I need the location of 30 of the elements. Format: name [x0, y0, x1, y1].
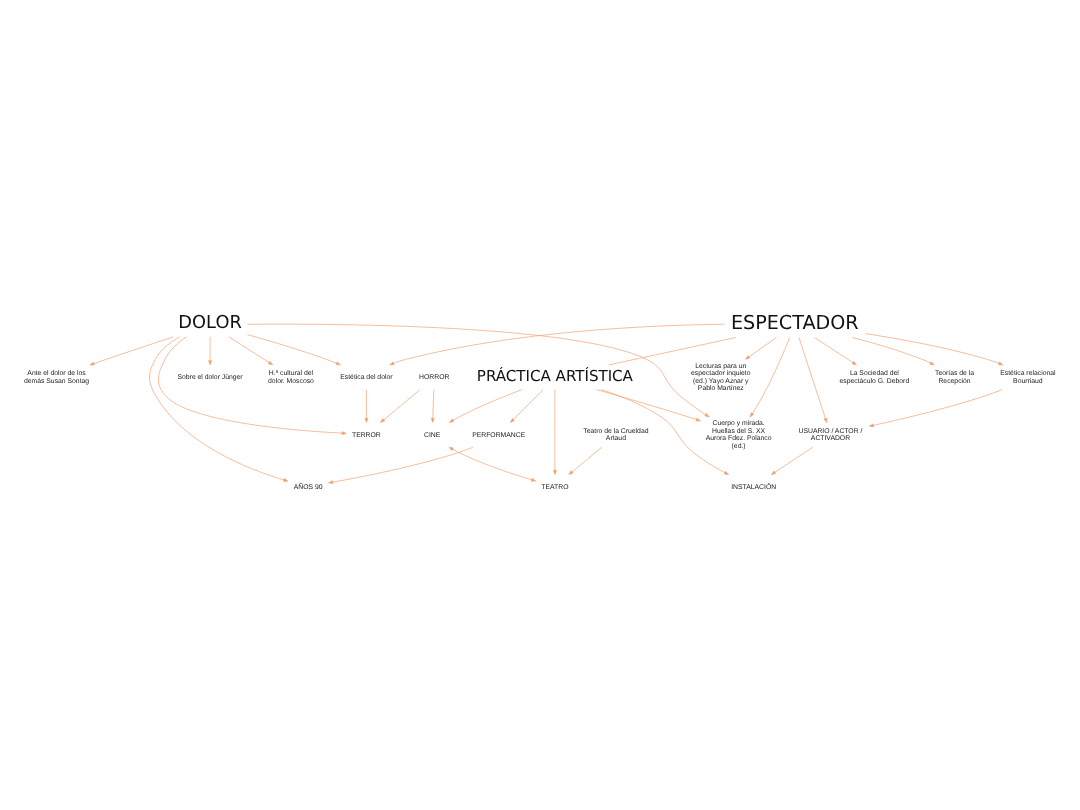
arrow — [228, 336, 273, 366]
arrow — [328, 446, 474, 484]
node-text: DOLOR — [178, 314, 242, 335]
arrow — [380, 389, 421, 423]
arrow — [448, 446, 536, 482]
arrow — [158, 336, 347, 435]
arrow — [510, 389, 544, 423]
connector — [608, 337, 737, 366]
arrow — [814, 337, 857, 366]
arrow — [389, 323, 725, 366]
arrow — [553, 389, 557, 475]
arrow — [852, 337, 935, 366]
arrow — [869, 389, 1003, 428]
arrow — [247, 334, 341, 366]
arrow — [749, 337, 791, 418]
arrow — [745, 337, 777, 360]
arrow — [364, 389, 369, 423]
arrow — [149, 336, 289, 482]
arrow — [89, 336, 174, 366]
arrow — [601, 389, 729, 475]
arrow — [596, 389, 701, 422]
arrow — [568, 446, 603, 475]
node-text: ESPECTADOR — [730, 312, 859, 335]
arrow — [864, 333, 1004, 366]
arrow — [208, 336, 212, 366]
arrow — [771, 446, 814, 475]
arrow — [798, 337, 828, 423]
arrow — [431, 389, 435, 423]
arrow — [449, 389, 523, 423]
arrow — [247, 323, 710, 418]
